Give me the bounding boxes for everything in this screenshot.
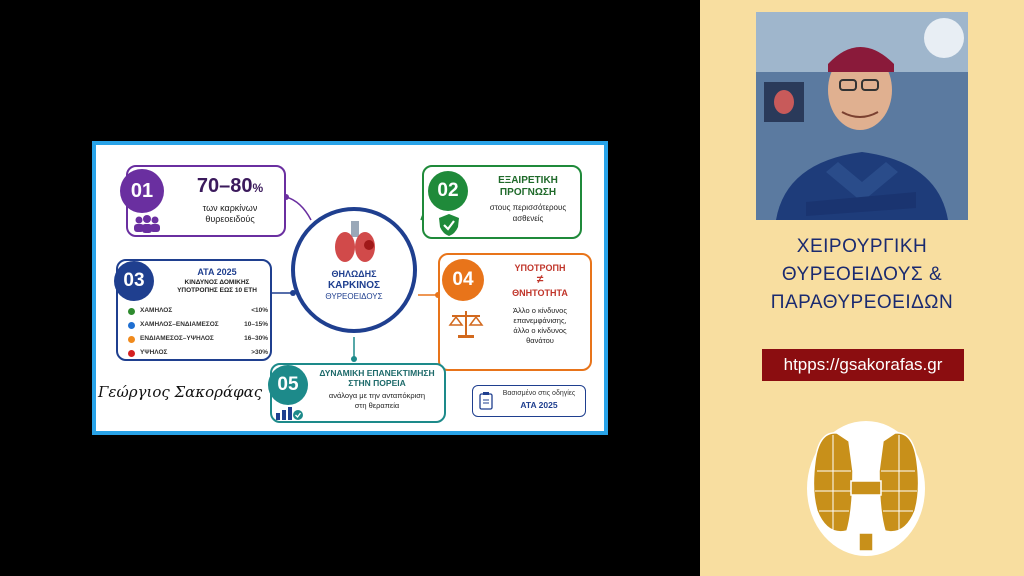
- risk-dot-low-intermediate: [128, 322, 135, 329]
- card-04-not-equal: ≠: [536, 272, 544, 286]
- shield-check-icon: [439, 214, 459, 236]
- right-panel: ΧΕΙΡΟΥΡΓΙΚΗ ΘΥΡΕΟΕΙΔΟΥΣ & ΠΑΡΑΘΥΡΕΟΕΙΔΩΝ…: [700, 0, 1024, 576]
- panel-title-line3: ΠΑΡΑΘΥΡΕΟΕΙΔΩΝ: [770, 292, 954, 313]
- risk-row-high: ΥΨΗΛΟΣ >30%: [128, 349, 268, 359]
- card-05-number: 05: [268, 365, 308, 405]
- risk-value-low: <10%: [251, 307, 268, 314]
- card-03-title2: ΚΙΝΔΥΝΟΣ ΔΟΜΙΚΗΣ: [184, 279, 250, 286]
- card-03-number: 03: [114, 261, 154, 301]
- connector-lines: [271, 194, 441, 362]
- risk-label-low: ΧΑΜΗΛΟΣ: [140, 307, 173, 314]
- central-hub: ΘΗΛΩΔΗΣ ΚΑΡΚΙΝΟΣ ΘΥΡΕΟΕΙΔΟΥΣ: [291, 207, 417, 333]
- card-01-stat: 70–80%: [196, 175, 264, 197]
- card-03: 03 ATA 2025 ΚΙΝΔΥΝΟΣ ΔΟΜΙΚΗΣ ΥΠΟΤΡΟΠΗΣ Ε…: [114, 259, 272, 361]
- risk-dot-high: [128, 350, 135, 357]
- risk-label-intermediate-high: ΕΝΔΙΑΜΕΣΟΣ–ΥΨΗΛΟΣ: [140, 335, 214, 342]
- ata-badge-line2: ATA 2025: [520, 400, 558, 410]
- hub-title-3: ΘΥΡΕΟΕΙΔΟΥΣ: [325, 292, 383, 301]
- card-02-title2: ΠΡΟΓΝΩΣΗ: [499, 187, 557, 198]
- card-05: 05 ΔΥΝΑΜΙΚΗ ΕΠΑΝΕΚΤΙΜΗΣΗ ΣΤΗΝ ΠΟΡΕΙΑ ανά…: [268, 363, 446, 423]
- panel-title-line2: ΘΥΡΕΟΕΙΔΟΥΣ &: [781, 264, 943, 285]
- card-02-line1: στους περισσότερους: [489, 203, 567, 212]
- card-05-title1: ΔΥΝΑΜΙΚΗ ΕΠΑΝΕΚΤΙΜΗΣΗ: [319, 368, 435, 378]
- card-03-title3: ΥΠΟΤΡΟΠΗΣ ΕΩΣ 10 ΕΤΗ: [177, 287, 257, 294]
- card-05-line2: στη θεραπεία: [354, 401, 400, 410]
- card-02-title1: ΕΞΑΙΡΕΤΙΚΗ: [498, 175, 558, 186]
- card-01-line2: θυρεοειδούς: [205, 214, 255, 224]
- website-link[interactable]: htpps://gsakorafas.gr: [762, 349, 964, 381]
- left-stage: ΘΗΛΩΔΗΣ ΚΑΡΚΙΝΟΣ ΘΥΡΕΟΕΙΔΟΥΣ 01 70–80% τ…: [92, 141, 608, 435]
- risk-label-high: ΥΨΗΛΟΣ: [140, 349, 168, 356]
- card-04-line2: επανεμφάνισης,: [513, 316, 567, 325]
- card-04-title2: ΘΝΗΤΟΤΗΤΑ: [512, 288, 568, 298]
- card-04: 04 ΥΠΟΤΡΟΠΗ ≠ ΘΝΗΤΟΤΗΤΑ Άλλο ο κίνδυνος …: [438, 253, 592, 371]
- panel-title-line1: ΧΕΙΡΟΥΡΓΙΚΗ: [796, 236, 928, 257]
- card-01-number: 01: [120, 169, 164, 213]
- risk-row-low: ΧΑΜΗΛΟΣ <10%: [128, 307, 268, 317]
- surgeon-photo: [756, 12, 968, 220]
- risk-row-intermediate-high: ΕΝΔΙΑΜΕΣΟΣ–ΥΨΗΛΟΣ 16–30%: [128, 335, 268, 345]
- card-04-title1: ΥΠΟΤΡΟΠΗ: [514, 263, 566, 273]
- card-05-line1: ανάλογα με την ανταπόκριση: [328, 391, 426, 400]
- card-03-title1: ATA 2025: [197, 267, 237, 277]
- scales-icon: [448, 311, 484, 338]
- card-04-line4: θανάτου: [526, 336, 554, 345]
- risk-value-intermediate-high: 16–30%: [244, 335, 268, 342]
- author-signature: Γεώργιος Σακοράφας: [98, 383, 262, 413]
- card-01-line1: των καρκίνων: [202, 203, 258, 213]
- risk-dot-low: [128, 308, 135, 315]
- infographic: ΘΗΛΩΔΗΣ ΚΑΡΚΙΝΟΣ ΘΥΡΕΟΕΙΔΟΥΣ 01 70–80% τ…: [92, 141, 608, 435]
- people-icon: [134, 215, 160, 233]
- card-05-title2: ΣΤΗΝ ΠΟΡΕΙΑ: [348, 378, 406, 388]
- card-02-number: 02: [428, 171, 468, 211]
- thyroid-mosaic-icon: [812, 432, 920, 552]
- card-01: 01 70–80% των καρκίνων θυρεοειδούς: [120, 165, 286, 237]
- risk-dot-intermediate-high: [128, 336, 135, 343]
- ata-badge: Βασισμένο στις οδηγίες ATA 2025: [472, 385, 586, 417]
- hub-title-1: ΘΗΛΩΔΗΣ: [331, 269, 377, 279]
- hub-title-2: ΚΑΡΚΙΝΟΣ: [327, 280, 381, 291]
- card-04-line1: Άλλο ο κίνδυνος: [513, 306, 567, 315]
- surgeon-portrait-image: [756, 12, 968, 220]
- thyroid-icon: [335, 221, 375, 262]
- clipboard-icon: [479, 392, 493, 410]
- card-02: 02 ΕΞΑΙΡΕΤΙΚΗ ΠΡΟΓΝΩΣΗ στους περισσότερο…: [422, 165, 582, 239]
- card-04-number: 04: [442, 259, 484, 301]
- risk-row-low-intermediate: ΧΑΜΗΛΟΣ–ΕΝΔΙΑΜΕΣΟΣ 10–15%: [128, 321, 268, 331]
- risk-value-high: >30%: [251, 349, 268, 356]
- thyroid-logo: [807, 421, 925, 556]
- chart-check-icon: [276, 407, 303, 420]
- risk-label-low-intermediate: ΧΑΜΗΛΟΣ–ΕΝΔΙΑΜΕΣΟΣ: [140, 321, 219, 328]
- card-04-line3: άλλο ο κίνδυνος: [513, 326, 567, 335]
- risk-value-low-intermediate: 10–15%: [244, 321, 268, 328]
- ata-badge-line1: Βασισμένο στις οδηγίες: [502, 390, 576, 397]
- card-02-line2: ασθενείς: [512, 214, 544, 223]
